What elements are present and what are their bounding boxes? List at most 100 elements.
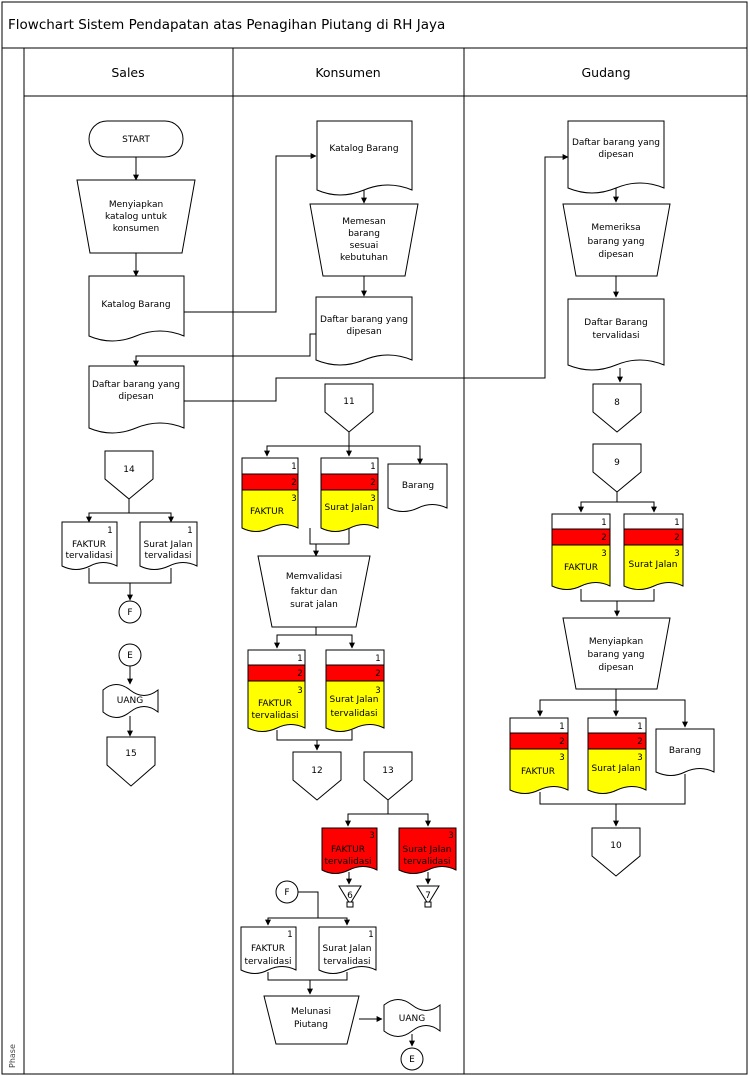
svg-text:13: 13 <box>382 766 393 776</box>
svg-text:Surat Jalan: Surat Jalan <box>325 503 374 513</box>
svg-text:Surat Jalan: Surat Jalan <box>144 540 193 550</box>
konsumen-connector-12: 12 <box>292 751 342 801</box>
svg-text:Piutang: Piutang <box>294 1020 328 1030</box>
lane-header-gudang: Gudang <box>581 65 630 80</box>
svg-text:1: 1 <box>297 654 302 664</box>
sales-order-list-document: Daftar barang yang dipesan <box>88 365 185 434</box>
svg-text:UANG: UANG <box>399 1014 425 1024</box>
svg-text:FAKTUR: FAKTUR <box>521 767 555 777</box>
svg-text:Memesan: Memesan <box>342 217 386 227</box>
konsumen-barang-document: Barang <box>387 463 448 512</box>
svg-text:Daftar barang yang: Daftar barang yang <box>320 315 408 325</box>
svg-text:14: 14 <box>123 465 135 475</box>
svg-text:1: 1 <box>287 930 292 940</box>
svg-text:Surat Jalan: Surat Jalan <box>629 560 678 570</box>
svg-text:15: 15 <box>125 749 136 759</box>
konsumen-validate-manual-op: Memvalidasi faktur dan surat jalan <box>257 555 371 628</box>
svg-text:12: 12 <box>311 766 322 776</box>
svg-text:Memeriksa: Memeriksa <box>591 223 640 233</box>
sales-connector-e: E <box>118 643 142 667</box>
konsumen-surat-jalan-multidoc: 1 2 3 Surat Jalan <box>320 457 379 532</box>
svg-text:tervalidasi: tervalidasi <box>403 857 450 867</box>
svg-text:Melunasi: Melunasi <box>291 1007 331 1017</box>
svg-text:9: 9 <box>614 458 620 468</box>
phase-label: Phase <box>8 1044 17 1068</box>
gudang-surat-jalan-multidoc-2: 1 2 3 Surat Jalan <box>587 717 647 794</box>
svg-text:2: 2 <box>637 737 642 747</box>
svg-text:surat jalan: surat jalan <box>290 600 338 610</box>
svg-text:dipesan: dipesan <box>598 663 633 673</box>
lane-header-konsumen: Konsumen <box>315 65 380 80</box>
svg-text:3: 3 <box>637 753 642 763</box>
svg-text:6: 6 <box>347 891 353 901</box>
konsumen-red-faktur-document: 3 FAKTUR tervalidasi <box>321 827 378 874</box>
konsumen-connector-f: F <box>275 880 299 904</box>
svg-text:dipesan: dipesan <box>118 392 153 402</box>
sales-faktur-document: 1 FAKTUR tervalidasi <box>61 521 118 570</box>
konsumen-red-surat-jalan-document: 3 Surat Jalan tervalidasi <box>398 827 457 874</box>
konsumen-order-manual-op: Memesan barang sesuai kebutuhan <box>309 203 419 277</box>
svg-text:tervalidasi: tervalidasi <box>323 957 370 967</box>
svg-text:barang yang: barang yang <box>588 237 645 247</box>
diagram-title: Flowchart Sistem Pendapatan atas Penagih… <box>8 17 445 33</box>
svg-text:Daftar barang yang: Daftar barang yang <box>92 380 180 390</box>
svg-text:kebutuhan: kebutuhan <box>340 253 388 263</box>
svg-text:F: F <box>127 608 132 618</box>
svg-text:tervalidasi: tervalidasi <box>330 709 377 719</box>
svg-text:3: 3 <box>559 753 564 763</box>
svg-text:FAKTUR: FAKTUR <box>251 944 285 954</box>
svg-text:tervalidasi: tervalidasi <box>324 857 371 867</box>
svg-text:Daftar barang yang: Daftar barang yang <box>572 138 660 148</box>
svg-text:Surat Jalan: Surat Jalan <box>323 944 372 954</box>
gudang-validated-list-document: Daftar Barang tervalidasi <box>567 298 665 371</box>
svg-text:FAKTUR: FAKTUR <box>258 699 292 709</box>
sales-uang-punched-tape: UANG <box>102 684 159 718</box>
gudang-faktur-multidoc-2: 1 2 3 FAKTUR <box>509 717 569 794</box>
svg-text:E: E <box>409 1055 415 1065</box>
gudang-barang-document: Barang <box>655 728 715 776</box>
svg-text:sesuai: sesuai <box>350 241 379 251</box>
svg-text:Barang: Barang <box>669 746 701 756</box>
svg-text:10: 10 <box>610 841 622 851</box>
svg-text:8: 8 <box>614 398 620 408</box>
konsumen-faktur-valid-multidoc: 1 2 3 FAKTUR tervalidasi <box>247 649 306 732</box>
svg-text:FAKTUR: FAKTUR <box>331 845 365 855</box>
svg-text:dipesan: dipesan <box>598 150 633 160</box>
svg-text:barang: barang <box>348 229 380 239</box>
gudang-check-manual-op: Memeriksa barang yang dipesan <box>562 203 671 277</box>
konsumen-catalog-document: Katalog Barang <box>316 120 413 196</box>
svg-text:E: E <box>127 651 133 661</box>
gudang-connector-9: 9 <box>592 443 642 493</box>
konsumen-connector-13: 13 <box>363 751 413 801</box>
gudang-prepare-manual-op: Menyiapkan barang yang dipesan <box>562 617 671 690</box>
svg-text:dipesan: dipesan <box>598 250 633 260</box>
svg-text:3: 3 <box>297 686 302 696</box>
svg-text:2: 2 <box>370 478 375 488</box>
svg-text:Menyiapkan: Menyiapkan <box>109 200 163 210</box>
konsumen-connector-11: 11 <box>324 383 374 433</box>
sales-start-terminator: START <box>88 120 184 158</box>
svg-text:Surat Jalan: Surat Jalan <box>330 695 379 705</box>
konsumen-faktur-document: 1 FAKTUR tervalidasi <box>240 926 297 974</box>
svg-text:FAKTUR: FAKTUR <box>72 540 106 550</box>
svg-text:katalog untuk: katalog untuk <box>105 212 168 222</box>
svg-text:UANG: UANG <box>117 696 143 706</box>
svg-text:11: 11 <box>343 397 354 407</box>
svg-text:tervalidasi: tervalidasi <box>65 551 112 561</box>
konsumen-order-list-document: Daftar barang yang dipesan <box>315 296 413 366</box>
svg-text:3: 3 <box>369 831 374 841</box>
konsumen-surat-jalan-document: 1 Surat Jalan tervalidasi <box>318 926 377 974</box>
svg-text:Katalog Barang: Katalog Barang <box>329 144 398 154</box>
svg-text:2: 2 <box>674 533 679 543</box>
gudang-surat-jalan-multidoc: 1 2 3 Surat Jalan <box>623 513 684 590</box>
konsumen-pay-manual-op: Melunasi Piutang <box>263 995 360 1045</box>
svg-text:3: 3 <box>291 494 296 504</box>
svg-text:1: 1 <box>559 722 564 732</box>
sales-connector-14: 14 <box>104 450 154 500</box>
svg-text:Katalog Barang: Katalog Barang <box>101 300 170 310</box>
gudang-connector-10: 10 <box>591 827 641 877</box>
gudang-connector-8: 8 <box>592 383 642 433</box>
svg-text:1: 1 <box>674 518 679 528</box>
